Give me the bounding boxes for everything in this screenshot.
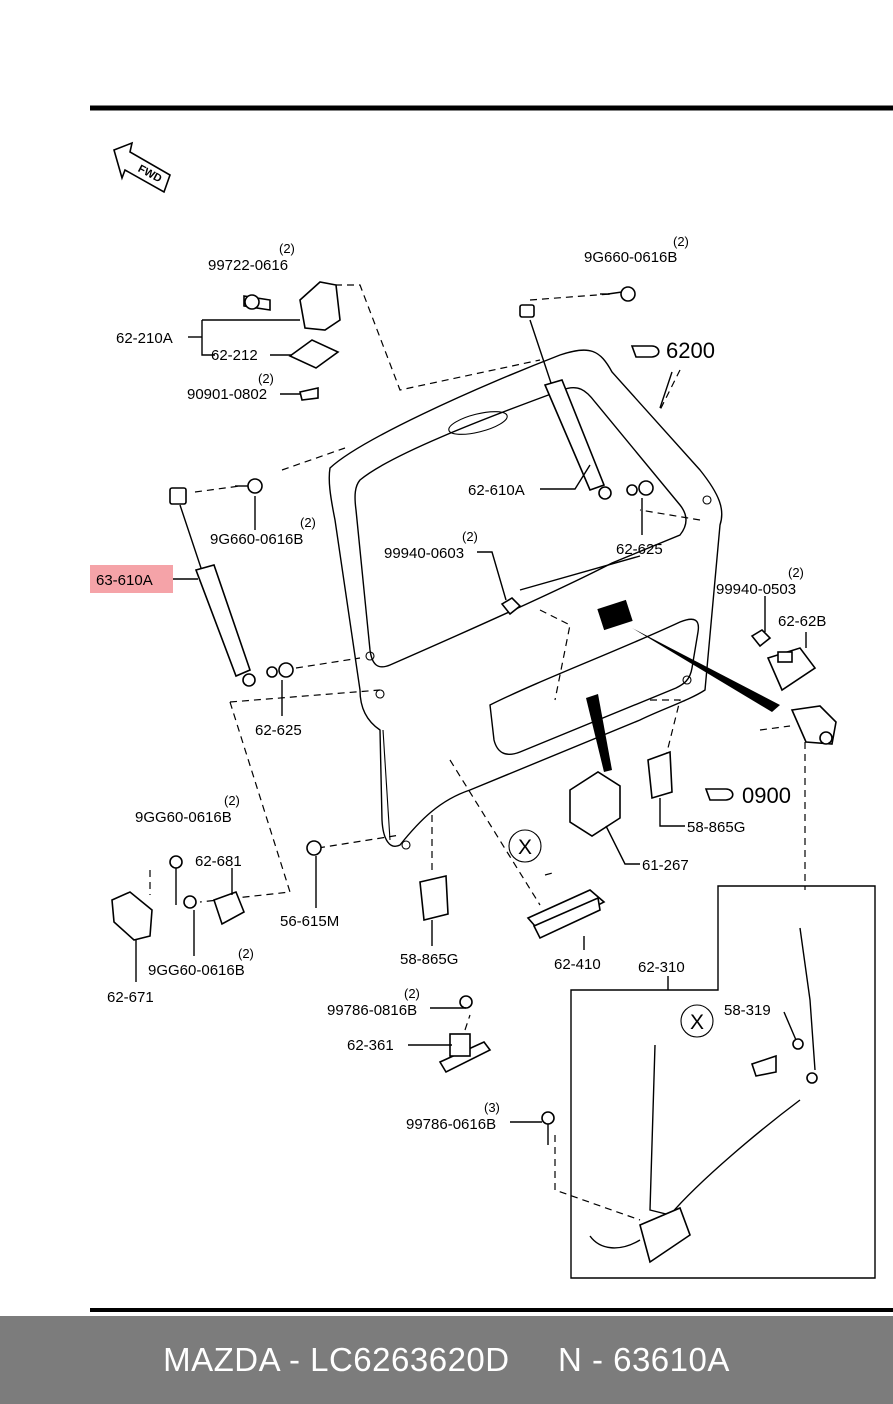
label-99786-0616b: 99786-0616B: [406, 1116, 496, 1133]
qty-90901-0802: (2): [258, 371, 274, 386]
bolt-99786-0616b-icon: [541, 1111, 555, 1145]
label-62-212: 62-212: [211, 347, 258, 364]
bracket-62-681: [169, 855, 246, 926]
label-90901-0802: 90901-0802: [187, 386, 267, 403]
label-62-62b: 62-62B: [778, 613, 826, 630]
qty-99786-0616b: (3): [484, 1100, 500, 1115]
qty-99722-0616: (2): [279, 241, 295, 256]
label-99722-0616: 99722-0616: [208, 257, 288, 274]
label-62-671: 62-671: [107, 989, 154, 1006]
qty-9g660-left: (2): [300, 515, 316, 530]
qty-99940-0603: (2): [462, 529, 478, 544]
ref-6200: 6200: [666, 338, 715, 363]
qty-9gg60-a: (2): [224, 793, 240, 808]
latch-62-361: [438, 995, 492, 1074]
striker-62-62b: [766, 647, 817, 692]
ball-stud-62-625-right-icon: [626, 480, 654, 496]
gas-strut-63-610a: [169, 487, 256, 687]
svg-text:X: X: [518, 836, 532, 859]
label-62-361: 62-361: [347, 1037, 394, 1054]
dashed-leader-lines: [149, 284, 806, 1221]
label-63-610a: 63-610A: [96, 572, 153, 589]
ball-stud-62-625-left-icon: [266, 662, 294, 678]
clip-99940-0603-icon: [500, 596, 522, 616]
fwd-arrow-icon: FWD: [113, 141, 171, 194]
footer-part-number: MAZDA - LC6263620D N - 63610A: [163, 1341, 730, 1378]
label-62-681: 62-681: [195, 853, 242, 870]
label-61-267: 61-267: [642, 857, 689, 874]
footer-bar: MAZDA - LC6263620D N - 63610A: [0, 1316, 893, 1404]
label-9g660-left: 9G660-0616B: [210, 531, 303, 548]
x-marker-2: X: [680, 1004, 714, 1038]
label-leaders: [135, 293, 807, 1123]
label-99940-0503: 99940-0503: [716, 581, 796, 598]
clip-99940-0503-icon: [750, 628, 772, 648]
label-56-615m: 56-615M: [280, 913, 339, 930]
ref-0900: 0900: [742, 783, 791, 808]
label-9gg60-b: 9GG60-0616B: [148, 962, 245, 979]
label-58-319: 58-319: [724, 1002, 771, 1019]
qty-9gg60-b: (2): [238, 946, 254, 961]
handle-62-410: [526, 889, 606, 940]
inset-box-62-310: [570, 885, 876, 1279]
label-62-610a: 62-610A: [468, 482, 525, 499]
label-62-625-right: 62-625: [616, 541, 663, 558]
hinge-62-210a: [243, 281, 341, 401]
highlight-63-610a: [90, 565, 173, 593]
label-58-865g-left: 58-865G: [400, 951, 458, 968]
bracket-58-865g-right: [647, 750, 673, 800]
qty-9g660-top: (2): [673, 234, 689, 249]
latch-cylinder-0900: [632, 628, 837, 745]
bolt-9g660-top-icon: [607, 286, 636, 302]
label-99786-0816b: 99786-0816B: [327, 1002, 417, 1019]
bracket-58-865g-left: [419, 875, 449, 921]
pointing-hand-6200-icon: [630, 345, 660, 358]
qty-99940-0503: (2): [788, 565, 804, 580]
label-58-865g-right: 58-865G: [687, 819, 745, 836]
part-labels: (2) 99722-0616 62-210A 62-212 (2) 90901-…: [96, 234, 826, 1133]
label-62-210a: 62-210A: [116, 330, 173, 347]
motor-61-267: [569, 599, 633, 837]
label-99940-0603: 99940-0603: [384, 545, 464, 562]
qty-99786-0816b: (2): [404, 986, 420, 1001]
bolt-9g660-left-icon: [235, 478, 263, 494]
bumper-56-615m: [306, 840, 322, 856]
liftgate-parts-diagram: FWD: [90, 105, 893, 1312]
label-62-625-left: 62-625: [255, 722, 302, 739]
label-9gg60-a: 9GG60-0616B: [135, 809, 232, 826]
label-9g660-top: 9G660-0616B: [584, 249, 677, 266]
label-62-310: 62-310: [638, 959, 685, 976]
label-62-410: 62-410: [554, 956, 601, 973]
svg-text:X: X: [690, 1011, 704, 1034]
pointing-hand-0900-icon: [704, 788, 734, 801]
x-marker-1: X: [508, 829, 542, 863]
gas-strut-62-610a: [519, 304, 612, 500]
bracket-62-671: [111, 891, 153, 941]
